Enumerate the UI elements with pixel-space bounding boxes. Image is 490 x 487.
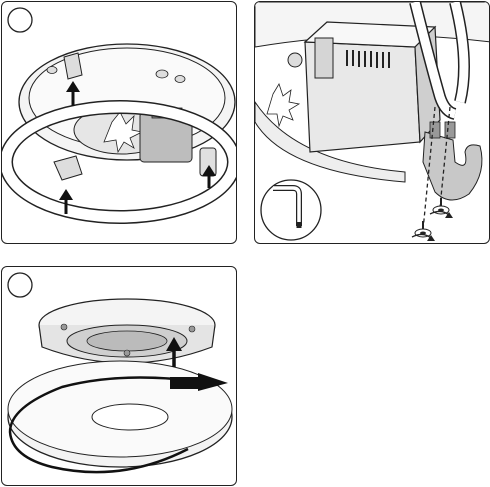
step-2-illustration	[255, 2, 490, 244]
screw-hole	[156, 70, 168, 78]
hex-key-icon	[261, 180, 321, 240]
socket-center	[87, 331, 167, 351]
step-badge	[8, 8, 32, 32]
retaining-clip-bottom	[54, 156, 82, 180]
screw-hole	[175, 76, 185, 83]
step-3-panel	[1, 266, 237, 486]
step-2-panel	[254, 1, 490, 244]
step-1-illustration	[2, 2, 237, 244]
screw-head	[124, 350, 130, 356]
ring-tube	[455, 2, 464, 102]
mounting-tab	[315, 38, 333, 78]
screw-head	[189, 326, 195, 332]
socket-contacts	[267, 84, 299, 126]
screw-head	[288, 53, 302, 67]
step-badge	[8, 273, 32, 297]
rotate-arrow-shaft	[170, 377, 198, 389]
step-3-illustration	[2, 267, 237, 486]
screw-hole	[47, 67, 57, 74]
bracket-clip	[430, 122, 440, 138]
screw-head	[61, 324, 67, 330]
step-1-panel	[1, 1, 237, 244]
diffuser-center	[92, 404, 168, 430]
